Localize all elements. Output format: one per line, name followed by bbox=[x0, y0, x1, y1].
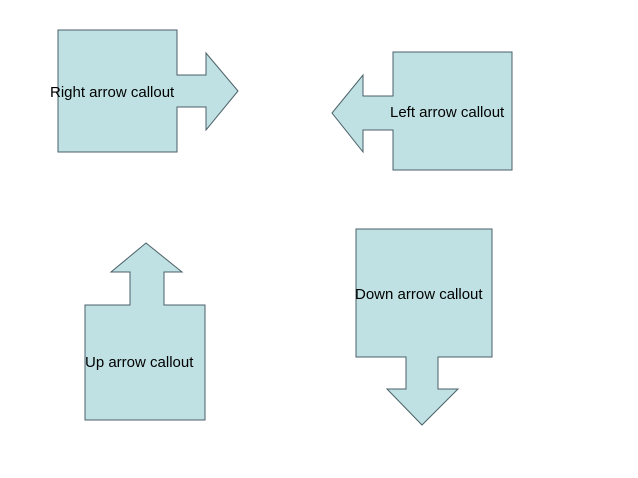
left-arrow-callout-label: Left arrow callout bbox=[390, 104, 505, 121]
up-arrow-callout-shape[interactable] bbox=[84, 242, 206, 421]
right-arrow-callout-label: Right arrow callout bbox=[50, 84, 175, 101]
down-arrow-callout-label: Down arrow callout bbox=[355, 286, 483, 303]
up-arrow-callout-label: Up arrow callout bbox=[85, 354, 194, 371]
right-arrow-callout-shape[interactable] bbox=[57, 29, 239, 153]
left-arrow-callout-shape[interactable] bbox=[331, 51, 513, 171]
down-arrow-callout-shape[interactable] bbox=[355, 228, 493, 426]
